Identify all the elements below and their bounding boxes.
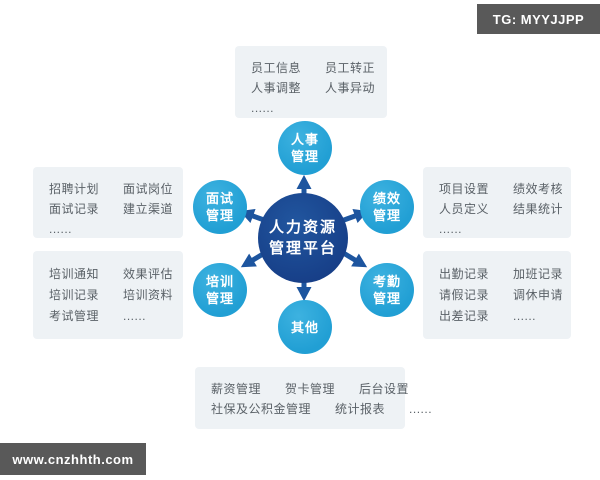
hub-label-line2: 管理平台 [268, 240, 337, 257]
panel-row: 出差记录 ...... [439, 306, 555, 326]
panel-row: 社保及公积金管理 统计报表 ...... [211, 399, 432, 419]
node-label-line1: 面试 [205, 191, 234, 206]
node-training-management: 培训 管理 [193, 263, 247, 317]
panel-item: 人事异动 [325, 81, 376, 95]
panel-row: 薪资管理 贺卡管理 后台设置 [211, 379, 409, 399]
panel-row: 人员定义 结果统计 [439, 199, 563, 219]
node-label-line2: 管理 [205, 291, 234, 306]
panel-item: 人员定义 [439, 202, 490, 216]
panel-row: 培训记录 培训资料 [49, 285, 173, 305]
panel-item: 招聘计划 [49, 182, 100, 196]
panel-item: 培训记录 [49, 288, 100, 302]
panel-row: 招聘计划 面试岗位 [49, 179, 173, 199]
hub-node-hr-platform: 人力资源 管理平台 [258, 193, 348, 283]
node-attendance-management: 考勤 管理 [360, 263, 414, 317]
node-label-line1: 人事 [290, 132, 319, 147]
panel-ellipsis: ...... [123, 309, 147, 323]
panel-row: 员工信息 员工转正 [251, 58, 375, 78]
node-label-line1: 考勤 [372, 274, 401, 289]
node-performance-management: 绩效 管理 [360, 180, 414, 234]
node-label-line1: 其他 [290, 319, 319, 335]
panel-ellipsis: ...... [439, 222, 463, 236]
panel-row: 面试记录 建立渠道 [49, 199, 173, 219]
node-label-line1: 培训 [205, 274, 234, 289]
hub-label-line1: 人力资源 [268, 219, 337, 236]
panel-item: 出勤记录 [439, 267, 490, 281]
panel-row: ...... [251, 98, 371, 118]
panel-item: 统计报表 [335, 402, 386, 416]
panel-item: 请假记录 [439, 288, 490, 302]
panel-row: 考试管理 ...... [49, 306, 167, 326]
panel-item: 后台设置 [359, 382, 410, 396]
panel-item: 面试岗位 [123, 182, 174, 196]
panel-item: 绩效考核 [513, 182, 564, 196]
tg-badge-text: TG: MYYJJPP [492, 11, 585, 27]
node-other: 其他 [278, 300, 332, 354]
panel-item: 社保及公积金管理 [211, 402, 312, 416]
panel-row: ...... [49, 219, 167, 239]
panel-row: 培训通知 效果评估 [49, 264, 173, 284]
panel-item: 结果统计 [513, 202, 564, 216]
panel-ellipsis: ...... [251, 101, 275, 115]
node-label-line2: 管理 [372, 208, 401, 223]
arrow-to-other [294, 272, 314, 302]
panel-row: 出勤记录 加班记录 [439, 264, 563, 284]
panel-item: 人事调整 [251, 81, 302, 95]
website-badge-text: www.cnzhhth.com [12, 451, 134, 467]
panel-ellipsis: ...... [49, 222, 73, 236]
panel-item: 调休申请 [513, 288, 564, 302]
panel-row: 项目设置 绩效考核 [439, 179, 563, 199]
node-personnel-management: 人事 管理 [278, 121, 332, 175]
website-badge: www.cnzhhth.com [0, 443, 146, 475]
panel-performance-detail: 项目设置 绩效考核 人员定义 结果统计 ...... [423, 167, 571, 238]
arrow-to-attendance [337, 244, 373, 277]
panel-ellipsis: ...... [513, 309, 537, 323]
panel-item: 贺卡管理 [285, 382, 336, 396]
panel-item: 效果评估 [123, 267, 174, 281]
node-label-line2: 管理 [290, 149, 319, 164]
panel-item: 员工转正 [325, 61, 376, 75]
panel-item: 考试管理 [49, 309, 100, 323]
panel-item: 建立渠道 [123, 202, 174, 216]
tg-badge: TG: MYYJJPP [477, 4, 600, 34]
panel-row: ...... [439, 219, 555, 239]
panel-interview-detail: 招聘计划 面试岗位 面试记录 建立渠道 ...... [33, 167, 183, 238]
panel-training-detail: 培训通知 效果评估 培训记录 培训资料 考试管理 ...... [33, 251, 183, 339]
panel-attendance-detail: 出勤记录 加班记录 请假记录 调休申请 出差记录 ...... [423, 251, 571, 339]
panel-ellipsis: ...... [409, 402, 433, 416]
panel-other-detail: 薪资管理 贺卡管理 后台设置 社保及公积金管理 统计报表 ...... [195, 367, 432, 429]
panel-item: 加班记录 [513, 267, 564, 281]
node-label-line1: 绩效 [372, 191, 401, 206]
panel-item: 面试记录 [49, 202, 100, 216]
panel-item: 员工信息 [251, 61, 302, 75]
panel-item: 培训资料 [123, 288, 174, 302]
node-label-line2: 管理 [372, 291, 401, 306]
panel-item: 项目设置 [439, 182, 490, 196]
panel-row: 人事调整 人事异动 [251, 78, 375, 98]
panel-item: 培训通知 [49, 267, 100, 281]
panel-item: 出差记录 [439, 309, 490, 323]
node-interview-management: 面试 管理 [193, 180, 247, 234]
node-label-line2: 管理 [205, 208, 234, 223]
panel-item: 薪资管理 [211, 382, 262, 396]
arrow-to-personnel [294, 174, 314, 204]
panel-personnel-detail: 员工信息 员工转正 人事调整 人事异动 ...... [235, 46, 387, 118]
panel-row: 请假记录 调休申请 [439, 285, 563, 305]
